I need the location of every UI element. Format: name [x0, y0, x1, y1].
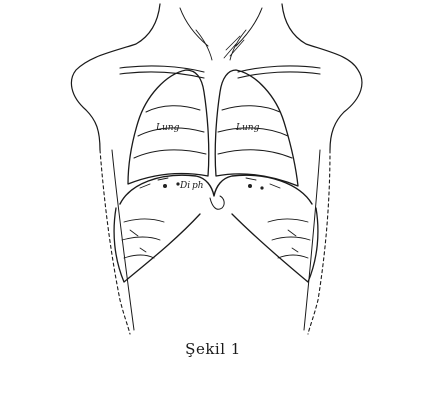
body-margins — [100, 150, 330, 334]
figure-caption: Şekil 1 — [0, 340, 426, 358]
lung-left: Lung — [128, 70, 209, 184]
lower-ribcage — [114, 208, 318, 282]
diaphragm-right-label: ph — [192, 181, 204, 191]
diaphragm-left-label: Di — [179, 181, 190, 191]
lung-right: Lung — [215, 70, 298, 186]
torso-outline — [71, 4, 361, 150]
lung-right-label: Lung — [235, 123, 260, 133]
lung-left-label: Lung — [155, 123, 180, 133]
clavicles — [120, 66, 320, 78]
